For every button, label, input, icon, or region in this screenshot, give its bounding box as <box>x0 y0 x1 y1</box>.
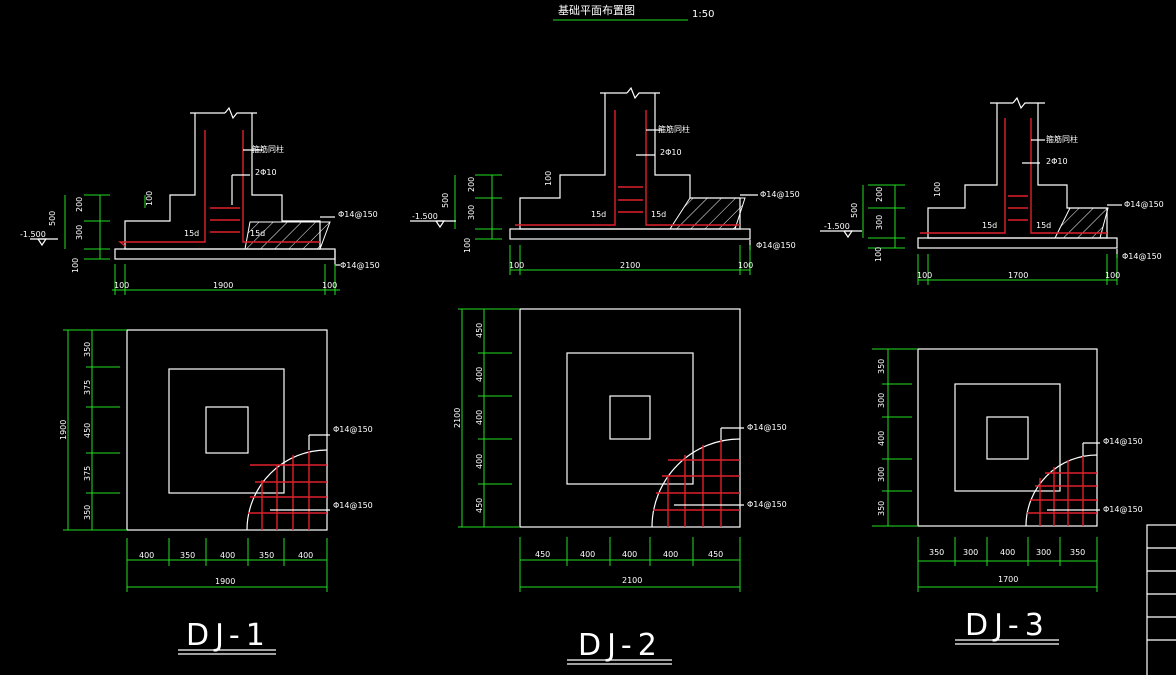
dj1-plan-h-2: 400 <box>220 551 235 560</box>
dj1-anchor-left: 15d <box>184 229 199 238</box>
dj1-rebar-b: Φ14@150 <box>340 261 380 270</box>
dj2-plan-h-3: 400 <box>663 550 678 559</box>
dj2-anchor-right: 15d <box>651 210 666 219</box>
dj3-dim-100-r: 100 <box>1105 271 1120 280</box>
dj1-dim-100-r: 100 <box>322 281 337 290</box>
dj3-dim-300: 300 <box>875 215 884 230</box>
dj3-elevation: -1.500 <box>824 222 850 231</box>
dj3-rebar-a: Φ14@150 <box>1124 200 1164 209</box>
dj1-plan-v-4: 350 <box>83 505 92 520</box>
dj3-dim-100-l: 100 <box>917 271 932 280</box>
dj2-dim-100-l: 100 <box>509 261 524 270</box>
dj2-plan-h-4: 450 <box>708 550 723 559</box>
dj3-anchor-right: 15d <box>1036 221 1051 230</box>
dj2-dim-100-step: 100 <box>544 171 553 186</box>
dj2-plan-total-h: 2100 <box>622 576 642 585</box>
dj1-plan-rebar-a: Φ14@150 <box>333 425 373 434</box>
dj2-dim-500: 500 <box>441 193 450 208</box>
dj3-plan-v-0: 350 <box>877 359 886 374</box>
dj1-plan-v-2: 450 <box>83 423 92 438</box>
dj2-plan-rebar-a: Φ14@150 <box>747 423 787 432</box>
dj1-plan-v-1: 375 <box>83 380 92 395</box>
dj1-dim-100-step: 100 <box>145 191 154 206</box>
dj3-dim-100-left: 100 <box>874 247 883 262</box>
dj1-plan-total-h: 1900 <box>215 577 235 586</box>
dj2-note-stirrup: 箍筋同柱 <box>658 124 690 134</box>
dj3-plan-rebar-a: Φ14@150 <box>1103 437 1143 446</box>
dj3-plan-h-4: 350 <box>1070 548 1085 557</box>
dj3-anchor-left: 15d <box>982 221 997 230</box>
dj1-plan-rebar-b: Φ14@150 <box>333 501 373 510</box>
dj2-elevation: -1.500 <box>412 212 438 221</box>
dj2-plan-total-v: 2100 <box>453 408 462 428</box>
dj3-plan-v-2: 400 <box>877 431 886 446</box>
dj2-label: DJ-2 <box>578 628 663 663</box>
dj3-plan-h-0: 350 <box>929 548 944 557</box>
dj1-plan-total-v: 1900 <box>59 420 68 440</box>
dj1-rebar-a: Φ14@150 <box>338 210 378 219</box>
dj3-plan-v-3: 300 <box>877 467 886 482</box>
dj3-plan-total-h: 1700 <box>998 575 1018 584</box>
dj2-section <box>410 86 758 275</box>
dj2-dim-100-left: 100 <box>463 238 472 253</box>
dj3-label: DJ-3 <box>965 608 1050 643</box>
dj2-plan-h-1: 400 <box>580 550 595 559</box>
dj3-dim-100-step: 100 <box>933 182 942 197</box>
dj3-rebar-b: Φ14@150 <box>1122 252 1162 261</box>
dj1-elevation: -1.500 <box>20 230 46 239</box>
dj1-plan-v-0: 350 <box>83 342 92 357</box>
dj2-rebar-b: Φ14@150 <box>756 241 796 250</box>
dj2-plan-v-3: 400 <box>475 454 484 469</box>
dj1-plan-h-3: 350 <box>259 551 274 560</box>
dj2-plan-rebar-b: Φ14@150 <box>747 500 787 509</box>
dj2-anchor-left: 15d <box>591 210 606 219</box>
dj2-dim-300: 300 <box>467 205 476 220</box>
dj1-plan-h-4: 400 <box>298 551 313 560</box>
dj3-plan <box>872 348 1100 592</box>
dj3-plan-h-3: 300 <box>1036 548 1051 557</box>
dj1-anchor-right: 15d <box>250 229 265 238</box>
dj1-dim-100-left: 100 <box>71 258 80 273</box>
dj3-note-col: 2Φ10 <box>1046 157 1068 166</box>
dj3-dim-500: 500 <box>850 203 859 218</box>
dj3-dim-200: 200 <box>875 187 884 202</box>
dj1-note-stirrup: 箍筋同柱 <box>252 144 284 154</box>
title-block <box>1146 524 1176 675</box>
dj1-section <box>30 106 340 295</box>
dj3-plan-rebar-b: Φ14@150 <box>1103 505 1143 514</box>
dj3-section <box>820 96 1122 285</box>
drawing-title: 基础平面布置图 <box>558 4 635 17</box>
dj1-section-width: 1900 <box>213 281 233 290</box>
dj3-plan-h-1: 300 <box>963 548 978 557</box>
dj2-plan-h-2: 400 <box>622 550 637 559</box>
dj2-plan-v-0: 450 <box>475 323 484 338</box>
dj1-label: DJ-1 <box>186 618 271 653</box>
dj2-plan-v-2: 400 <box>475 410 484 425</box>
dj2-rebar-a: Φ14@150 <box>760 190 800 199</box>
dj2-plan-h-0: 450 <box>535 550 550 559</box>
dj3-note-stirrup: 箍筋同柱 <box>1046 134 1078 144</box>
dj1-note-col: 2Φ10 <box>255 168 277 177</box>
dj2-note-col: 2Φ10 <box>660 148 682 157</box>
dj1-dim-500: 500 <box>48 211 57 226</box>
dj2-dim-200: 200 <box>467 177 476 192</box>
dj3-plan-v-4: 350 <box>877 501 886 516</box>
dj1-plan <box>63 329 330 592</box>
dj1-plan-v-3: 375 <box>83 466 92 481</box>
dj1-plan-h-0: 400 <box>139 551 154 560</box>
dj2-plan <box>458 308 744 592</box>
dj3-plan-h-2: 400 <box>1000 548 1015 557</box>
dj2-plan-v-1: 400 <box>475 367 484 382</box>
drawing-scale: 1:50 <box>692 9 714 20</box>
dj1-plan-h-1: 350 <box>180 551 195 560</box>
dj2-plan-v-4: 450 <box>475 498 484 513</box>
dj3-section-width: 1700 <box>1008 271 1028 280</box>
dj1-dim-200: 200 <box>75 197 84 212</box>
dj2-dim-100-r: 100 <box>738 261 753 270</box>
dj3-plan-v-1: 300 <box>877 393 886 408</box>
dj1-dim-100-l: 100 <box>114 281 129 290</box>
dj1-dim-300: 300 <box>75 225 84 240</box>
dj2-section-width: 2100 <box>620 261 640 270</box>
